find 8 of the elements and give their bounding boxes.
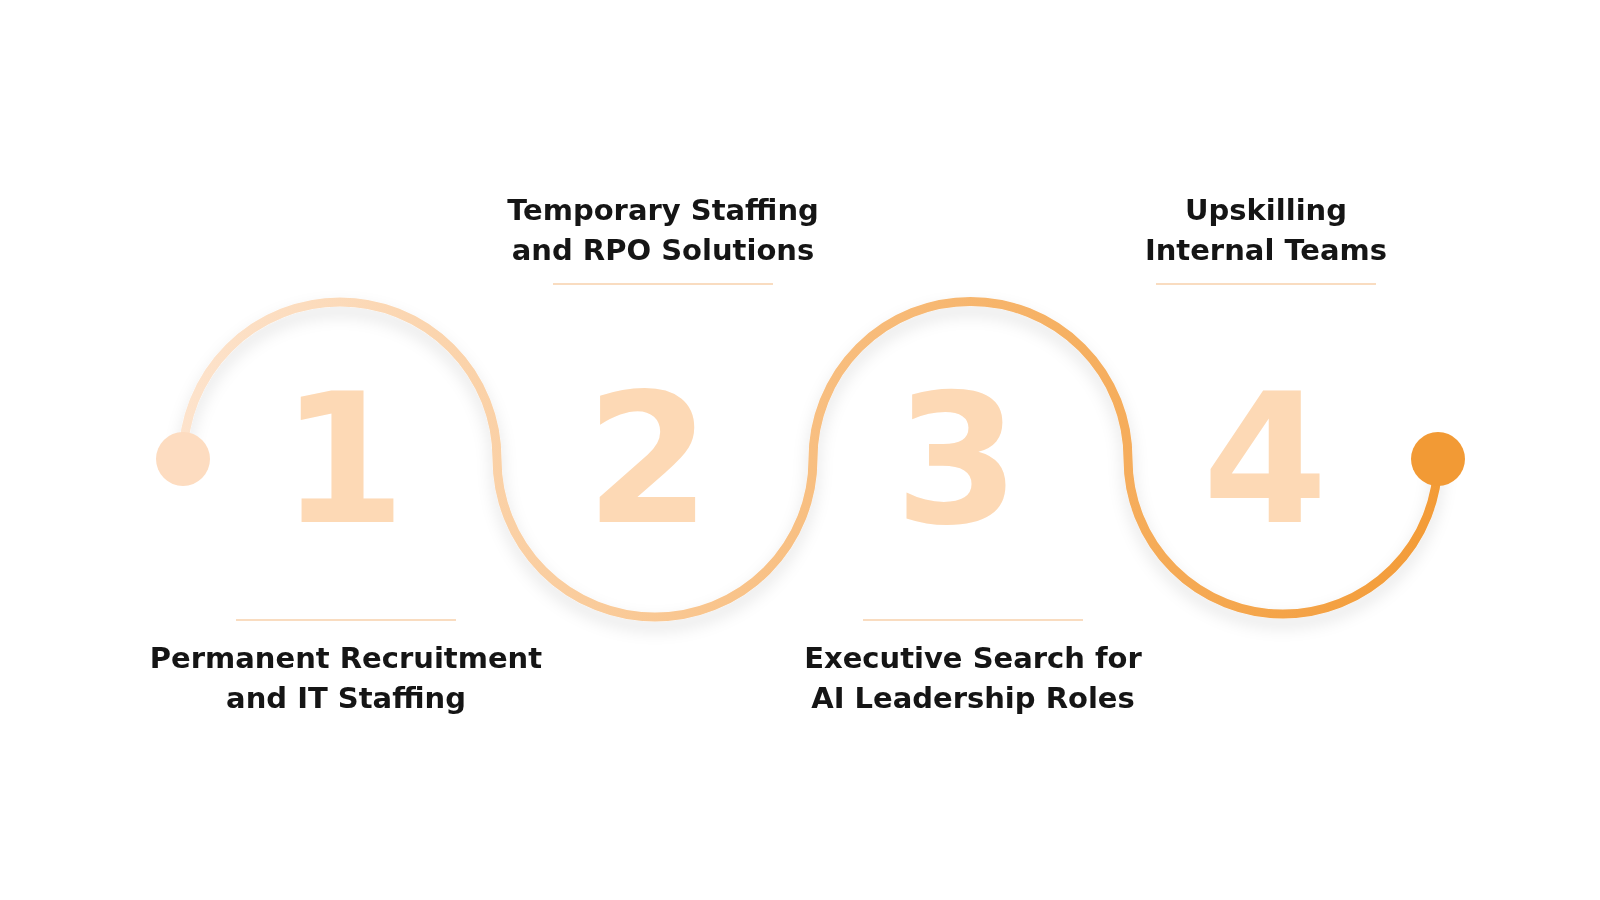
step-title: Temporary Staffing and RPO Solutions bbox=[506, 192, 820, 269]
step-title: Executive Search for AI Leadership Roles bbox=[803, 640, 1143, 717]
step-number: 3 bbox=[893, 375, 1021, 545]
step-title: Permanent Recruitment and IT Staffing bbox=[148, 640, 544, 717]
step-number: 2 bbox=[584, 375, 712, 545]
step-title: Upskilling Internal Teams bbox=[1143, 192, 1389, 269]
step-number: 4 bbox=[1201, 375, 1329, 545]
step-number: 1 bbox=[279, 375, 407, 545]
